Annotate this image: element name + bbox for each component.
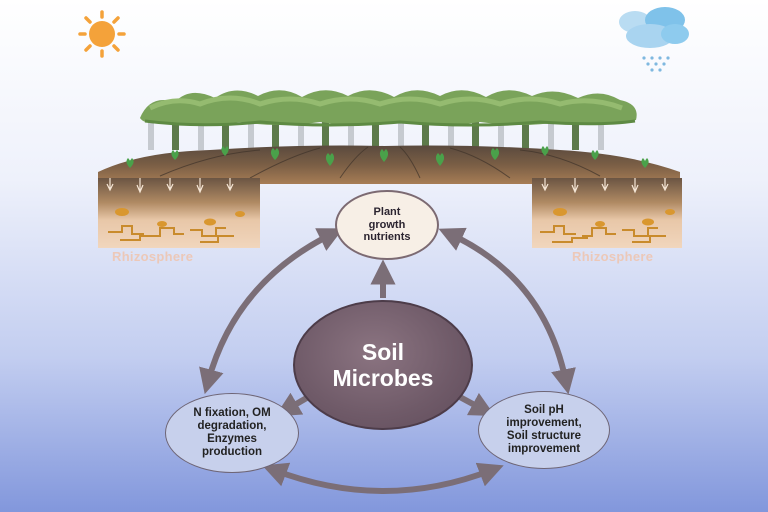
plant-nutrients-label: Plant growth nutrients: [363, 206, 411, 244]
sun-icon: [78, 10, 126, 58]
root-icon: [106, 178, 234, 194]
plant-nutrients-node: Plant growth nutrients: [335, 190, 439, 260]
soil-ph-label: Soil pH improvement, Soil structure impr…: [506, 403, 582, 456]
arrow-icon: [199, 227, 576, 494]
soil-microbes-node: Soil Microbes: [293, 300, 473, 430]
soil-field: [98, 145, 680, 184]
seedling-icon: [126, 146, 649, 168]
rhizosphere-label-right: Rhizosphere: [572, 249, 654, 264]
n-fixation-node: N fixation, OM degradation, Enzymes prod…: [165, 393, 299, 473]
rhizosphere-label-left: Rhizosphere: [112, 249, 194, 264]
soil-block-icon: [98, 178, 260, 248]
n-fixation-label: N fixation, OM degradation, Enzymes prod…: [193, 406, 271, 459]
soil-microbes-label: Soil Microbes: [332, 338, 434, 391]
tree-row-icon: [140, 90, 637, 150]
rain-cloud-icon: [619, 7, 689, 72]
soil-ph-node: Soil pH improvement, Soil structure impr…: [478, 391, 610, 469]
soil-block-icon: [532, 178, 682, 248]
